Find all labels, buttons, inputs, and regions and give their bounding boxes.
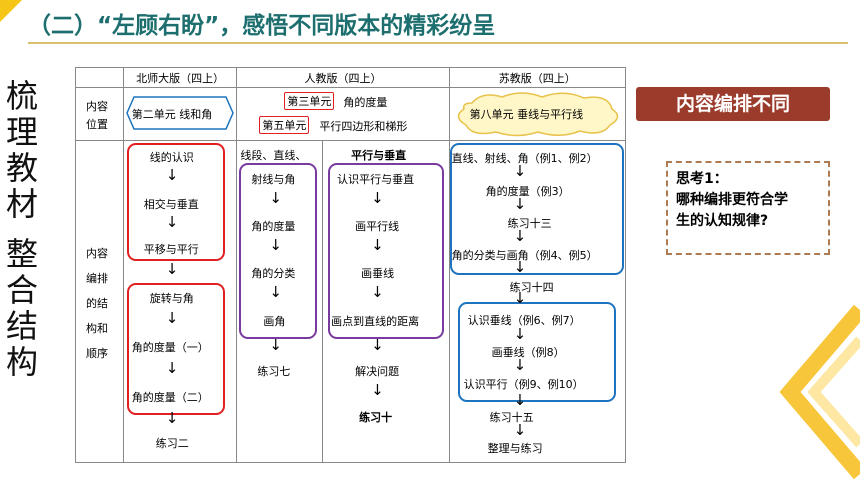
group-box	[328, 163, 445, 339]
thinking-question-box: 思考1： 哪种编排更符合学 生的认知规律?	[666, 161, 830, 255]
group-box	[126, 143, 225, 261]
arrangement-rj-a: 线段、直线、 射线与角 ↓ 角的度量 ↓ 角的分类 ↓ 画角 ↓ 练习七	[236, 140, 324, 463]
arrangement-sj: 直线、射线、角（例1、例2） ↓ 角的度量（例3） ↓ 练习十三 ↓ 角的分类与…	[448, 140, 627, 463]
side-vertical-title: 梳理教材 整合结构	[5, 77, 38, 381]
chevron-decoration	[779, 304, 860, 480]
arrangement-rj-b: 平行与垂直 认识平行与垂直 ↓ 画平行线 ↓ 画垂线 ↓ 画点到直线的距离 ↓ …	[322, 140, 450, 463]
title-underline	[28, 42, 848, 44]
group-box	[449, 143, 624, 275]
pos-sj: 第八单元 垂线与平行线	[448, 87, 627, 141]
row-label-position: 内容位置	[75, 87, 124, 141]
cloud-frame	[457, 92, 618, 137]
group-box	[126, 283, 225, 415]
hexagon-frame	[125, 96, 234, 130]
content-difference-badge: 内容编排不同	[636, 87, 830, 121]
page-title: （二）“左顾右盼”，感悟不同版本的精彩纷呈	[28, 13, 496, 39]
arrangement-bsd: 线的认识 ↓ 相交与垂直 ↓ 平移与平行 ↓ 旋转与角 ↓ 角的度量（一） ↓ …	[122, 140, 238, 463]
corner-decoration	[0, 0, 22, 22]
row-label-arrangement: 内容 编排 的结 构和 顺序	[75, 140, 124, 463]
textbook-comparison-table: 北师大版（四上） 人教版（四上） 苏教版（四上） 内容位置 第二单元 线和角 第…	[75, 67, 627, 463]
header-sj: 苏教版（四上）	[448, 67, 627, 88]
group-box	[457, 302, 616, 402]
header-bsd: 北师大版（四上）	[122, 67, 238, 88]
group-box	[239, 163, 318, 339]
pos-bsd: 第二单元 线和角	[122, 87, 238, 141]
pos-rj: 第三单元 角的度量 第五单元 平行四边形和梯形	[236, 87, 450, 141]
header-rj: 人教版（四上）	[236, 67, 450, 88]
